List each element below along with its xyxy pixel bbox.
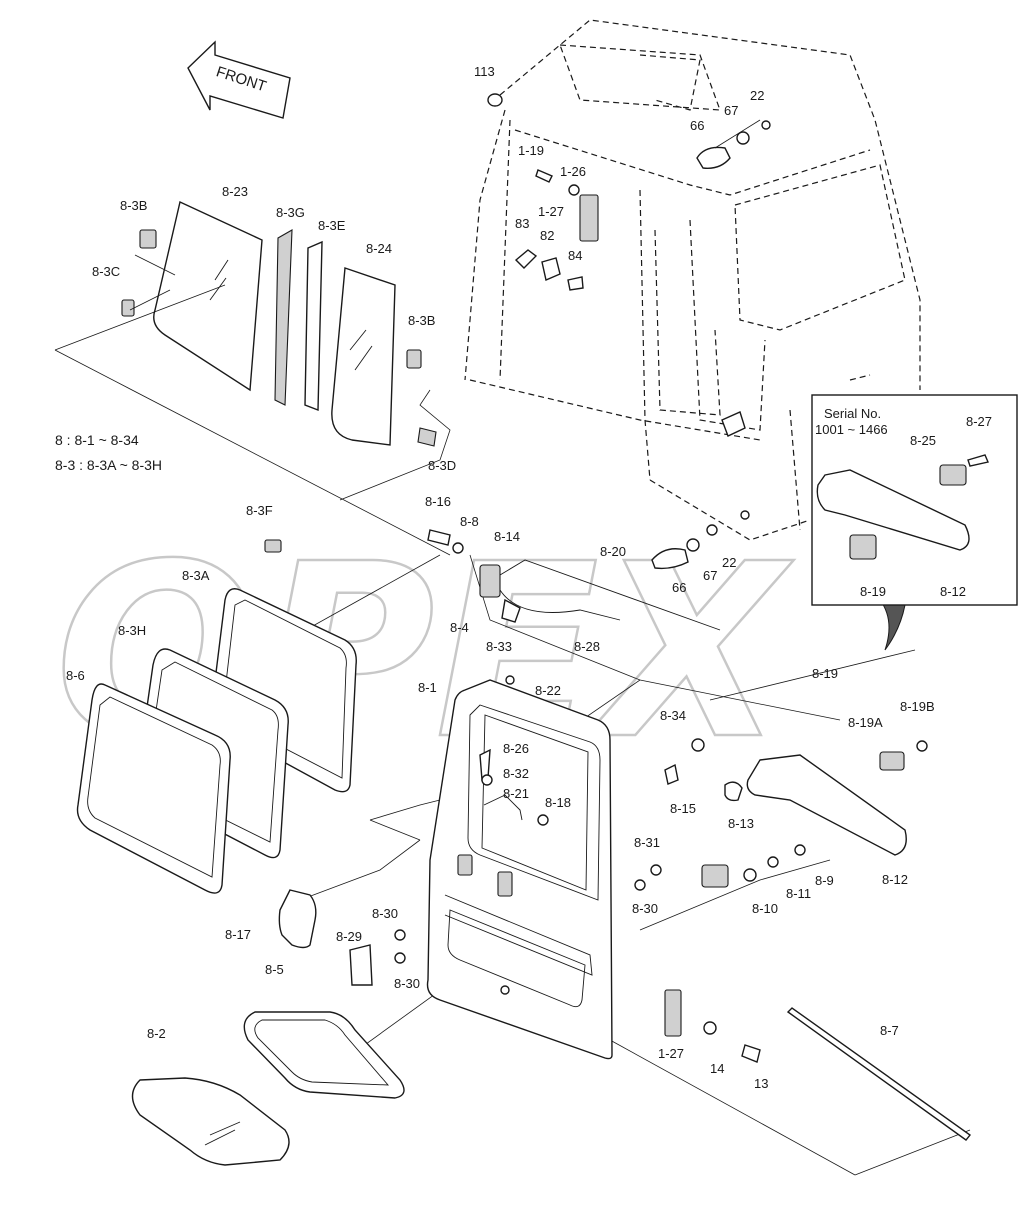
part-label: 8-29 (336, 929, 362, 944)
part-label: 8-26 (503, 741, 529, 756)
part-label: 8-1 (418, 680, 437, 695)
part-label: 8-30 (394, 976, 420, 991)
part-label: 8-4 (450, 620, 469, 635)
part-label: 8-6 (66, 668, 85, 683)
part-label: 8-19B (900, 699, 935, 714)
part-label: 8-12 (882, 872, 908, 887)
part-label: 8-19A (848, 715, 883, 730)
boundary-lines (54, 284, 971, 1176)
cab-hinge-assembly (514, 169, 599, 291)
part-label: 8-14 (494, 529, 520, 544)
part-label: 113 (474, 64, 495, 79)
part-label: 1-27 (538, 204, 564, 219)
upper-windows (121, 201, 437, 447)
part-label: 8-18 (545, 795, 571, 810)
inset-label-8-27: 8-27 (966, 414, 992, 429)
part-label: 8-5 (265, 962, 284, 977)
serial-inset (811, 394, 1018, 606)
part-label: 8-3H (118, 623, 146, 638)
part-label: 8-2 (147, 1026, 166, 1041)
part-label: 8-15 (670, 801, 696, 816)
part-label: 8-3D (428, 458, 456, 473)
part-label: 8-33 (486, 639, 512, 654)
part-label: 82 (540, 228, 554, 243)
part-label: 8-11 (786, 886, 811, 901)
part-label: 8-13 (728, 816, 754, 831)
part-label: 8-3B (408, 313, 435, 328)
inset-serial-range: 1001 ~ 1466 (815, 422, 888, 437)
part-label: 8-31 (634, 835, 660, 850)
part-label: 14 (710, 1061, 724, 1076)
part-label: 8-3B (120, 198, 147, 213)
part-label: 8-22 (535, 683, 561, 698)
note-group-8-3: 8-3 : 8-3A ~ 8-3H (55, 457, 162, 473)
part-label: 1-27 (658, 1046, 684, 1061)
door-handle-assembly (634, 740, 928, 891)
door-panel (426, 675, 705, 1060)
part-label: 8-9 (815, 873, 834, 888)
part-label: 8-17 (225, 927, 251, 942)
part-label: 8-30 (632, 901, 658, 916)
note-group-8: 8 : 8-1 ~ 8-34 (55, 432, 139, 448)
part-label: 8-16 (425, 494, 451, 509)
part-label: 8-24 (366, 241, 392, 256)
inset-title: Serial No. (824, 406, 881, 421)
window-seals (76, 539, 357, 894)
inset-label-8-25: 8-25 (910, 433, 936, 448)
cab-frame (464, 19, 921, 651)
part-label: 67 (724, 103, 738, 118)
part-label: 13 (754, 1076, 768, 1091)
part-label: 66 (672, 580, 686, 595)
part-label: 8-3C (92, 264, 120, 279)
part-label: 8-32 (503, 766, 529, 781)
part-label: 67 (703, 568, 717, 583)
part-label: 1-19 (518, 143, 544, 158)
part-label: 8-28 (574, 639, 600, 654)
part-label: 8-19 (812, 666, 838, 681)
part-label: 8-34 (660, 708, 686, 723)
part-label: 84 (568, 248, 582, 263)
part-label: 8-3F (246, 503, 273, 518)
front-arrow: FRONT (187, 40, 291, 119)
part-label: 8-8 (460, 514, 479, 529)
part-label: 8-30 (372, 906, 398, 921)
part-label: 66 (690, 118, 704, 133)
part-label: 22 (750, 88, 764, 103)
inset-label-8-12: 8-12 (940, 584, 966, 599)
part-label: 8-10 (752, 901, 778, 916)
part-label: 22 (722, 555, 736, 570)
part-label: 8-20 (600, 544, 626, 559)
part-label: 8-21 (503, 786, 529, 801)
part-label: 8-23 (222, 184, 248, 199)
roof-hardware (487, 93, 771, 169)
part-label: 8-3G (276, 205, 305, 220)
part-label: 1-26 (560, 164, 586, 179)
lower-parts (131, 889, 972, 1166)
latch-assembly (427, 510, 750, 631)
part-label: 83 (515, 216, 529, 231)
part-labels: 113 67 22 66 1-19 1-26 1-27 83 82 84 8-3… (66, 64, 935, 1091)
inset-label-8-19: 8-19 (860, 584, 886, 599)
part-label: 8-3E (318, 218, 346, 233)
part-label: 8-3A (182, 568, 210, 583)
part-label: 8-7 (880, 1023, 899, 1038)
